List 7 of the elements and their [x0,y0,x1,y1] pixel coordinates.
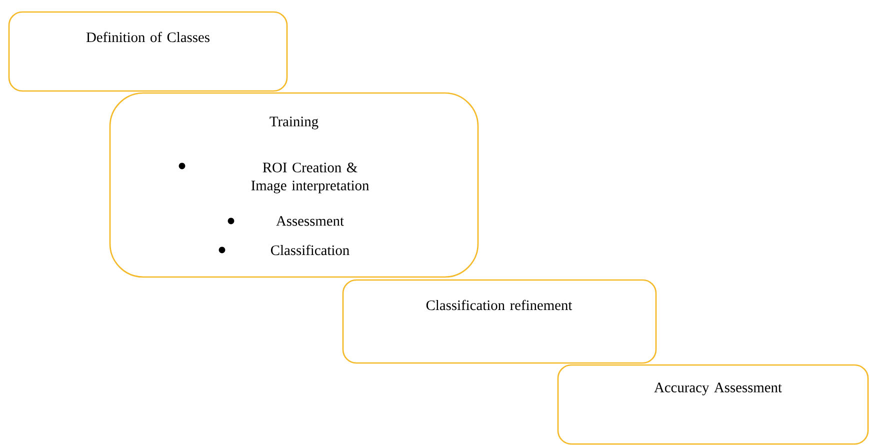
step-label: Definition of Classes [86,32,210,42]
step-label: Accuracy Assessment [654,382,782,396]
list-item: Assessment [228,216,344,226]
step-label: Classification refinement [426,300,572,310]
step-label: Training [270,116,318,130]
list-item: ROI Creation & Image interpretation [178,162,369,194]
list-item: Classification [218,244,350,256]
